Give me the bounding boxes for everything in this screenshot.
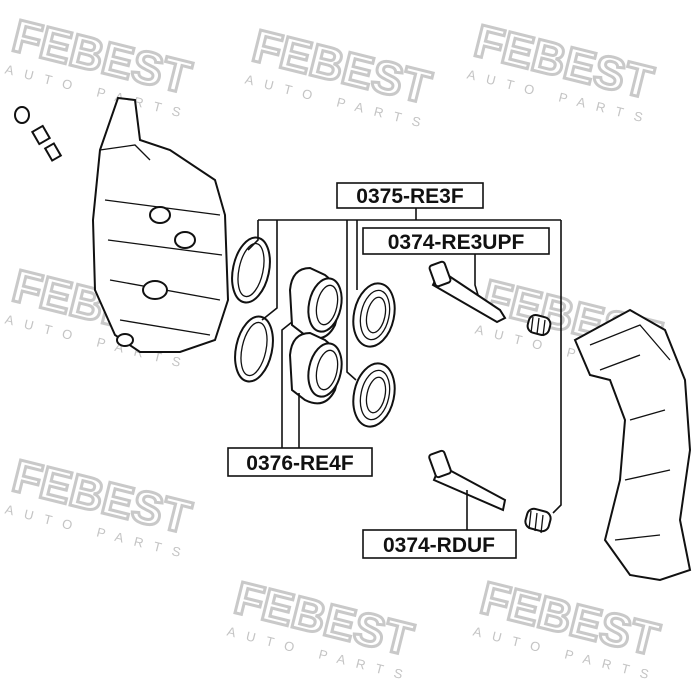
part-number-upper-pin: 0374-RE3UPF (388, 231, 525, 254)
label-0374-RDUF: 0374-RDUF (362, 529, 517, 559)
part-number-piston: 0376-RE4F (246, 452, 354, 475)
part-number-lower-pin: 0374-RDUF (383, 534, 495, 557)
part-number-seal-kit: 0375-RE3F (356, 185, 464, 208)
pistons (288, 266, 343, 405)
dust-boots (352, 282, 396, 428)
leader-lines (247, 207, 562, 530)
seal-rings (231, 236, 274, 383)
pin-boots (524, 314, 552, 534)
guide-pin-upper (428, 260, 507, 324)
label-0376-RE4F: 0376-RE4F (227, 447, 373, 477)
label-0374-RE3UPF: 0374-RE3UPF (362, 227, 550, 255)
caliper-body (91, 96, 230, 353)
caliper-bracket (573, 308, 692, 582)
guide-pin-lower (428, 449, 507, 512)
bleeder-screw (14, 106, 63, 162)
label-0375-RE3F: 0375-RE3F (336, 182, 484, 209)
